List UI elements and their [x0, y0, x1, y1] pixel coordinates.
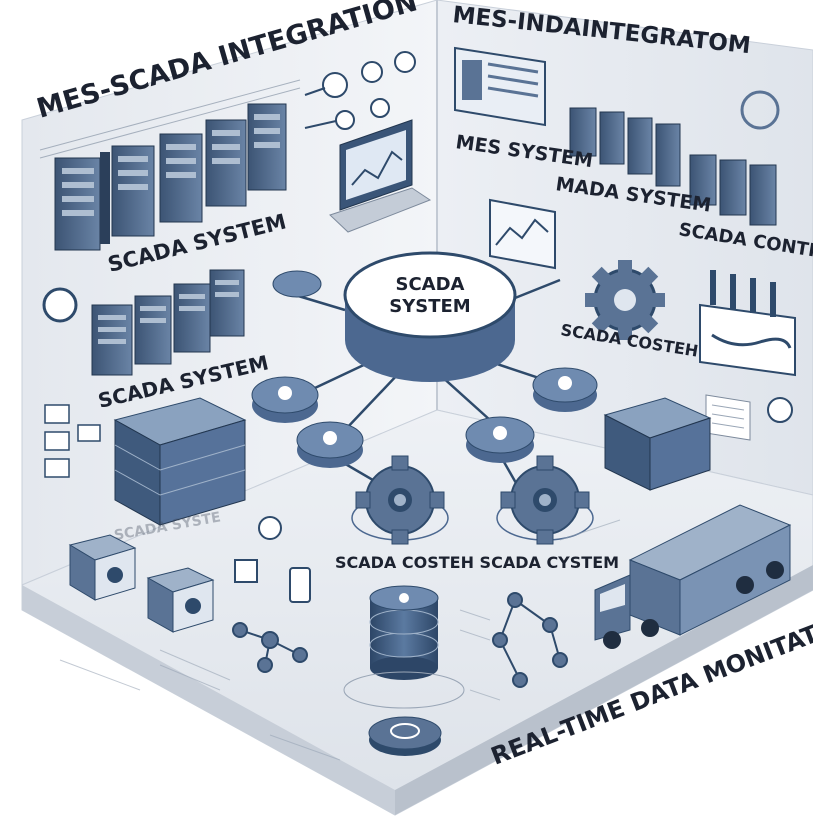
- server-rack-icon: [134, 295, 172, 365]
- laptop-icon: [329, 119, 432, 233]
- chart-panel: [489, 198, 556, 270]
- cloud-node-icon: [465, 416, 535, 463]
- floor-label: SCADA COSTEH SCADA CYSTEM: [335, 553, 619, 572]
- tablet-icon: [289, 567, 311, 603]
- truck-icon: [594, 504, 792, 649]
- link-node-icon: [335, 110, 355, 130]
- floor-device-boxes: [68, 516, 311, 633]
- floor-right-edge: [395, 565, 813, 815]
- server-rack-icon: [54, 152, 110, 251]
- server-rack-icon: [91, 304, 133, 376]
- wall-icons-top: [304, 51, 416, 130]
- gear-icon: [496, 455, 594, 545]
- cloud-node-icon: [251, 376, 319, 423]
- server-rack-row-right: [569, 107, 681, 187]
- storage-stack: [113, 397, 247, 526]
- cloud-node-icon: [272, 270, 322, 298]
- control-panel: [699, 270, 796, 377]
- cloud-node-icon: [322, 72, 348, 98]
- gear-icon: [351, 455, 449, 545]
- server-rack-icon: [209, 269, 245, 337]
- info-node-icon: [394, 51, 416, 73]
- panel-icons: [44, 404, 101, 478]
- cloud-node-icon: [532, 367, 598, 412]
- clock-icon: [258, 516, 282, 540]
- alert-node-icon: [370, 98, 390, 118]
- server-rack-icon: [205, 119, 247, 207]
- database-hub-icon: [343, 251, 517, 339]
- hub-title-line1: SCADA: [396, 274, 465, 295]
- storage-stack-right: [603, 397, 712, 491]
- server-rack-icon: [111, 145, 155, 237]
- network-nodes-icon: [232, 622, 308, 673]
- sketch-lines: [59, 519, 621, 761]
- hub-title-line2: SYSTEM: [389, 296, 470, 317]
- settings-node-icon: [361, 61, 383, 83]
- database-icon: [343, 585, 465, 709]
- server-rack-row-mid: [91, 269, 245, 376]
- cloud-node-icon: [296, 421, 364, 468]
- gear-panel: [689, 90, 780, 226]
- server-rack-icon: [159, 133, 203, 223]
- server-rack-icon: [173, 283, 211, 353]
- network-nodes-icon: [492, 592, 568, 688]
- phone-icon: [234, 559, 258, 583]
- cloud-nodes: [251, 270, 598, 468]
- clock-icon: [767, 397, 793, 423]
- server-rack-icon: [247, 103, 287, 191]
- shield-icon: [42, 287, 78, 323]
- server-rack-row-top: [54, 103, 287, 251]
- power-node-icon: [368, 716, 442, 756]
- monitor-panel: [454, 46, 546, 127]
- central-hub: SCADA SYSTEM: [343, 251, 517, 382]
- floor-front-edge: [22, 585, 395, 815]
